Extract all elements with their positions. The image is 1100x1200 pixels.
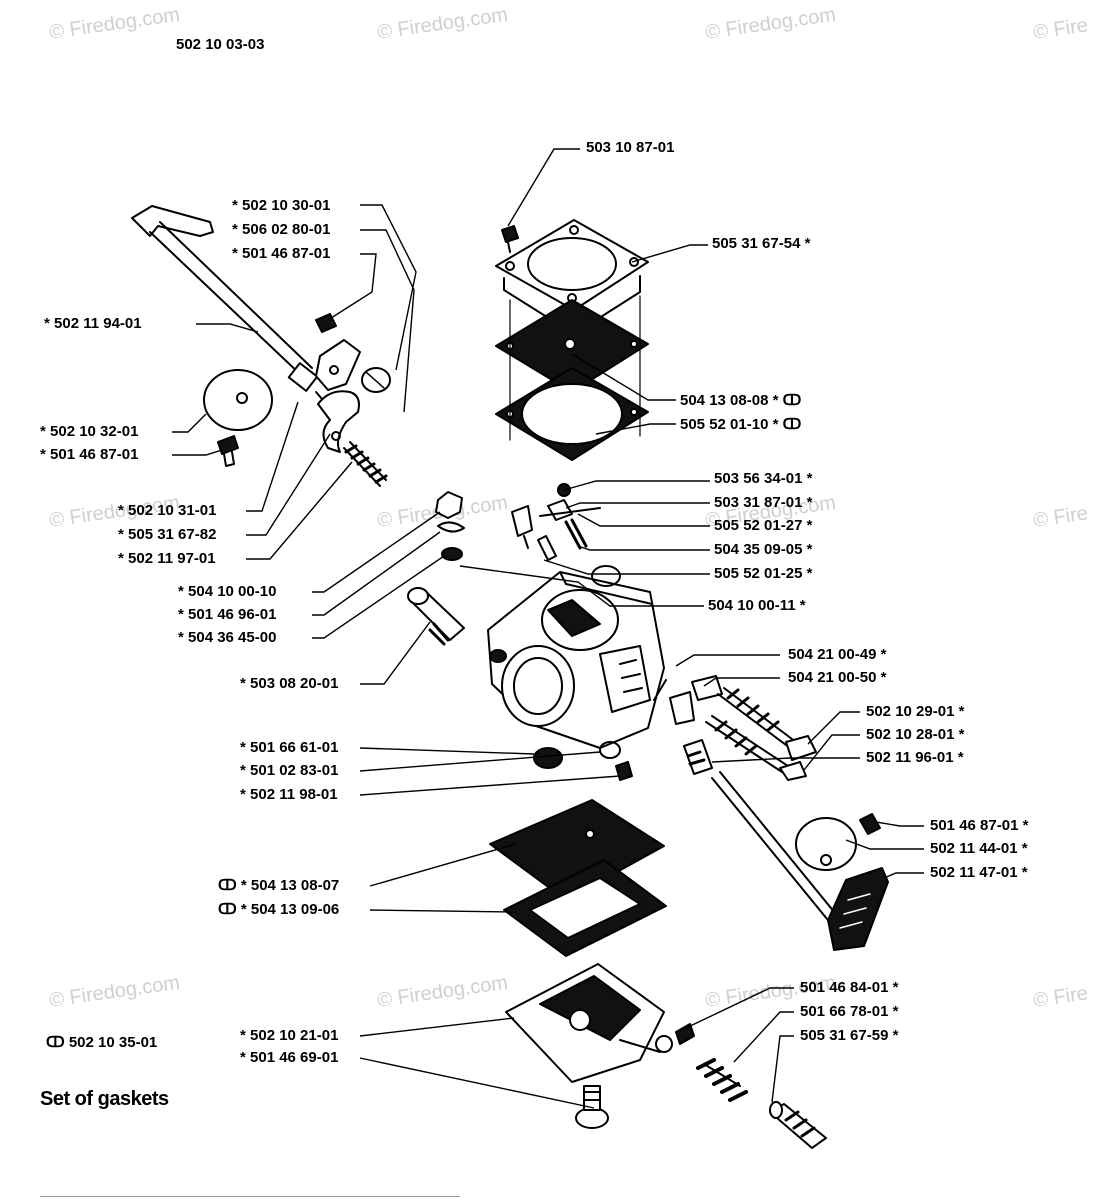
legend-gasket-set-number: ↀ 502 10 35-01 bbox=[46, 1034, 158, 1051]
throttle-shaft-part bbox=[131, 205, 341, 421]
part-number-label: ↀ * 504 13 09-06 bbox=[218, 901, 340, 918]
cover-screw-part bbox=[501, 225, 519, 253]
part-number-label: 503 31 87-01 * bbox=[714, 494, 813, 511]
part-number-label: 503 56 34-01 * bbox=[714, 470, 813, 487]
throttle-disc-part bbox=[203, 369, 273, 431]
throttle-spring-part bbox=[343, 441, 388, 487]
pump-diaphragm-part bbox=[495, 299, 649, 393]
choke-lever-part bbox=[827, 867, 889, 951]
part-number-label: 501 46 87-01 * bbox=[930, 817, 1029, 834]
set-of-gaskets-title: Set of gaskets bbox=[40, 1088, 169, 1110]
control-lever-part bbox=[537, 483, 601, 561]
fuel-filter-part bbox=[533, 741, 633, 781]
part-number-label: 502 11 44-01 * bbox=[930, 840, 1028, 857]
inlet-nut-part bbox=[435, 491, 465, 561]
choke-shaft-part bbox=[683, 739, 845, 931]
part-number-label: * 502 10 21-01 bbox=[240, 1027, 339, 1044]
bottom-divider bbox=[40, 1196, 460, 1197]
metering-gasket-part bbox=[503, 859, 667, 957]
part-number-label: * 501 46 87-01 bbox=[40, 446, 139, 463]
part-number-label: 505 31 67-59 * bbox=[800, 1027, 899, 1044]
part-number-label: 501 66 78-01 * bbox=[800, 1003, 899, 1020]
leader-lines bbox=[172, 148, 924, 1109]
part-number-label: 505 52 01-25 * bbox=[714, 565, 813, 582]
metering-diaphragm-part bbox=[489, 799, 665, 901]
part-number-label: * 505 31 67-82 bbox=[118, 526, 217, 543]
part-number-label: * 502 10 31-01 bbox=[118, 502, 217, 519]
part-number-label: * 502 10 32-01 bbox=[40, 423, 139, 440]
part-number-label: 505 52 01-10 * ↀ bbox=[680, 416, 802, 433]
part-number-label: * 502 10 30-01 bbox=[232, 197, 331, 214]
bushing-part bbox=[361, 367, 391, 393]
part-number-label: * 502 11 98-01 bbox=[240, 786, 338, 803]
part-number-label: 505 31 67-54 * bbox=[712, 235, 811, 252]
part-number-label: 504 35 09-05 * bbox=[714, 541, 813, 558]
part-number-label: * 504 36 45-00 bbox=[178, 629, 277, 646]
part-number-label: 502 11 96-01 * bbox=[866, 749, 964, 766]
cover-screw-bottom-part bbox=[575, 1085, 609, 1129]
part-number-label: * 502 11 97-01 bbox=[118, 550, 216, 567]
part-number-label: 505 52 01-27 * bbox=[714, 517, 813, 534]
adjusting-needles-part bbox=[669, 675, 817, 781]
lower-spring-part bbox=[675, 1023, 748, 1102]
part-number-label: 503 10 87-01 bbox=[586, 139, 675, 156]
part-number-label: * 501 46 69-01 bbox=[240, 1049, 339, 1066]
part-number-label: * 501 66 61-01 bbox=[240, 739, 339, 756]
part-number-label: * 502 11 94-01 bbox=[44, 315, 142, 332]
part-number-label: 502 11 47-01 * bbox=[930, 864, 1028, 881]
part-number-label: 504 13 08-08 * ↀ bbox=[680, 392, 802, 409]
stop-lever-part bbox=[315, 313, 361, 391]
idle-screw-part bbox=[407, 587, 465, 646]
part-number-label: 501 46 84-01 * bbox=[800, 979, 899, 996]
lower-plug-part bbox=[769, 1101, 827, 1149]
part-number-label: * 501 02 83-01 bbox=[240, 762, 339, 779]
needle-valve-part bbox=[511, 505, 533, 549]
part-number-label: 504 10 00-11 * bbox=[708, 597, 806, 614]
carburetor-body bbox=[487, 565, 667, 749]
part-number-label: 502 10 29-01 * bbox=[866, 703, 965, 720]
part-number-label: * 501 46 96-01 bbox=[178, 606, 277, 623]
part-number-label: 502 10 28-01 * bbox=[866, 726, 965, 743]
pump-gasket-part bbox=[495, 367, 649, 461]
part-number-label: * 504 10 00-10 bbox=[178, 583, 277, 600]
part-number-label: ↀ * 504 13 08-07 bbox=[218, 877, 340, 894]
pump-cover-part bbox=[495, 219, 649, 335]
choke-disc-part bbox=[795, 813, 881, 871]
part-number-label: * 503 08 20-01 bbox=[240, 675, 339, 692]
document-number: 502 10 03-03 bbox=[176, 36, 265, 53]
part-number-label: * 501 46 87-01 bbox=[232, 245, 331, 262]
metering-cover-part bbox=[505, 963, 673, 1083]
part-number-label: 504 21 00-50 * bbox=[788, 669, 887, 686]
part-number-label: 504 21 00-49 * bbox=[788, 646, 887, 663]
part-number-label: * 506 02 80-01 bbox=[232, 221, 331, 238]
